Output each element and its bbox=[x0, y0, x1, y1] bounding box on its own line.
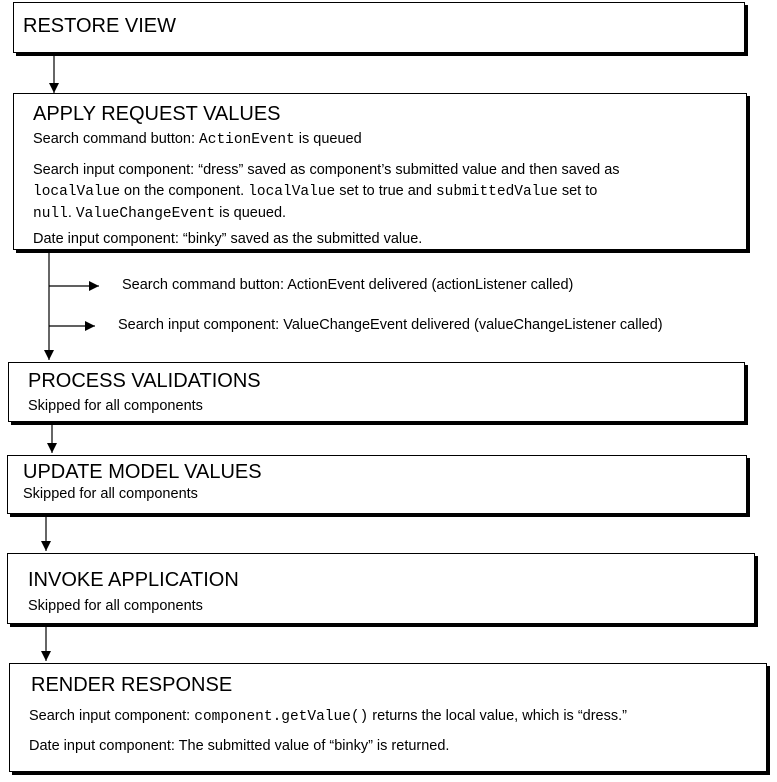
phase-title: RESTORE VIEW bbox=[23, 15, 176, 37]
action-event-label: Search command button: ActionEvent deliv… bbox=[122, 277, 574, 293]
code: ActionEvent bbox=[199, 132, 295, 148]
code: localValue bbox=[33, 184, 121, 200]
phase-update-model-values: UPDATE MODEL VALUES Skipped for all comp… bbox=[7, 455, 747, 514]
phase-apply-request-values: APPLY REQUEST VALUES Search command butt… bbox=[13, 93, 747, 250]
code: null bbox=[33, 206, 68, 222]
render-line-search-input: Search input component: component.getVal… bbox=[29, 706, 627, 728]
text: Search input component: “dress” saved as… bbox=[33, 162, 620, 178]
code: localValue bbox=[248, 184, 336, 200]
apply-line-action-event: Search command button: ActionEvent is qu… bbox=[33, 129, 362, 151]
text: Search input component: bbox=[29, 708, 195, 724]
phase-title: RENDER RESPONSE bbox=[31, 674, 233, 696]
code: submittedValue bbox=[435, 184, 558, 200]
apply-line-search-input: Search input component: “dress” saved as… bbox=[33, 160, 723, 225]
phase-title: INVOKE APPLICATION bbox=[28, 569, 239, 591]
text: set to true and bbox=[335, 183, 436, 199]
phase-text: Skipped for all components bbox=[28, 598, 203, 614]
text: . bbox=[67, 205, 76, 221]
text: is queued. bbox=[215, 205, 287, 221]
phase-text: Skipped for all components bbox=[28, 398, 203, 414]
phase-invoke-application: INVOKE APPLICATION Skipped for all compo… bbox=[7, 553, 755, 624]
text: Search command button: bbox=[33, 131, 200, 147]
phase-restore-view: RESTORE VIEW bbox=[13, 2, 745, 53]
phase-text: Skipped for all components bbox=[23, 486, 198, 502]
code: ValueChangeEvent bbox=[75, 206, 216, 222]
text: returns the local value, which is “dress… bbox=[368, 708, 627, 724]
render-line-date-input: Date input component: The submitted valu… bbox=[29, 738, 450, 754]
phase-title: UPDATE MODEL VALUES bbox=[23, 461, 262, 483]
phase-process-validations: PROCESS VALIDATIONS Skipped for all comp… bbox=[8, 362, 745, 422]
code: component.getValue() bbox=[194, 709, 369, 725]
value-change-event-label: Search input component: ValueChangeEvent… bbox=[118, 317, 663, 333]
phase-title: APPLY REQUEST VALUES bbox=[33, 103, 281, 125]
phase-title: PROCESS VALIDATIONS bbox=[28, 370, 261, 392]
text: set to bbox=[557, 183, 598, 199]
phase-render-response: RENDER RESPONSE Search input component: … bbox=[9, 663, 767, 772]
text: on the component. bbox=[120, 183, 249, 199]
text: is queued bbox=[294, 131, 362, 147]
apply-line-date-input: Date input component: “binky” saved as t… bbox=[33, 231, 423, 247]
